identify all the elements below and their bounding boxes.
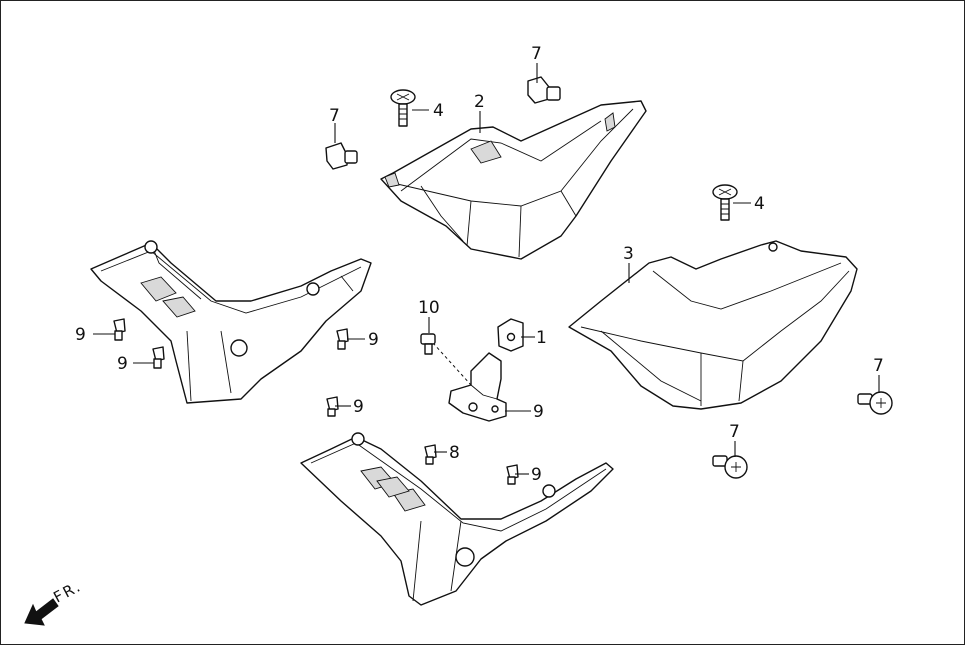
part-7-grommet-c [857,391,893,415]
callout-2: 2 [474,92,485,112]
callout-9: 9 [531,465,542,485]
callout-1: 1 [536,328,547,348]
part-2-upper-cover [380,100,647,260]
part-9-bolt-a [113,318,126,341]
part-3-side-cover [568,240,858,410]
callout-10: 10 [418,298,440,318]
part-9-bolt-d [326,396,339,417]
part-9-bolt-e [424,444,437,465]
part-7-grommet-b [527,76,561,104]
part-1-clip [497,318,524,352]
left-lower-cover [90,240,372,404]
part-9-bolt-b [152,346,165,369]
part-7-grommet-d [712,455,748,479]
part-9-bolt-f [506,464,519,485]
callout-7: 7 [873,356,884,376]
front-direction-indicator: FR. [24,577,85,626]
part-7-grommet-a [325,142,358,170]
callout-4: 4 [433,101,444,121]
callout-labels: 7 7 4 2 4 3 1 10 9 7 7 9 9 9 9 8 9 [75,44,884,485]
callout-9: 9 [75,325,86,345]
callout-7: 7 [531,44,542,64]
callout-9: 9 [353,397,364,417]
callout-3: 3 [623,244,634,264]
callout-9: 8 [449,443,460,463]
part-9-bolt-c [336,328,349,350]
callout-7: 7 [329,106,340,126]
front-label: FR. [50,577,84,607]
leader-lines [93,63,880,475]
front-arrow-icon [24,598,59,626]
callout-9: 9 [368,330,379,350]
callout-4: 4 [754,194,765,214]
part-4-screw-right [712,184,738,221]
callout-7: 7 [729,422,740,442]
bottom-lower-cover [300,432,614,606]
part-8-bracket [432,342,507,422]
callout-9: 9 [117,354,128,374]
callout-8: 9 [533,402,544,422]
part-10-bolt [420,333,436,355]
part-4-screw-top [390,89,416,127]
